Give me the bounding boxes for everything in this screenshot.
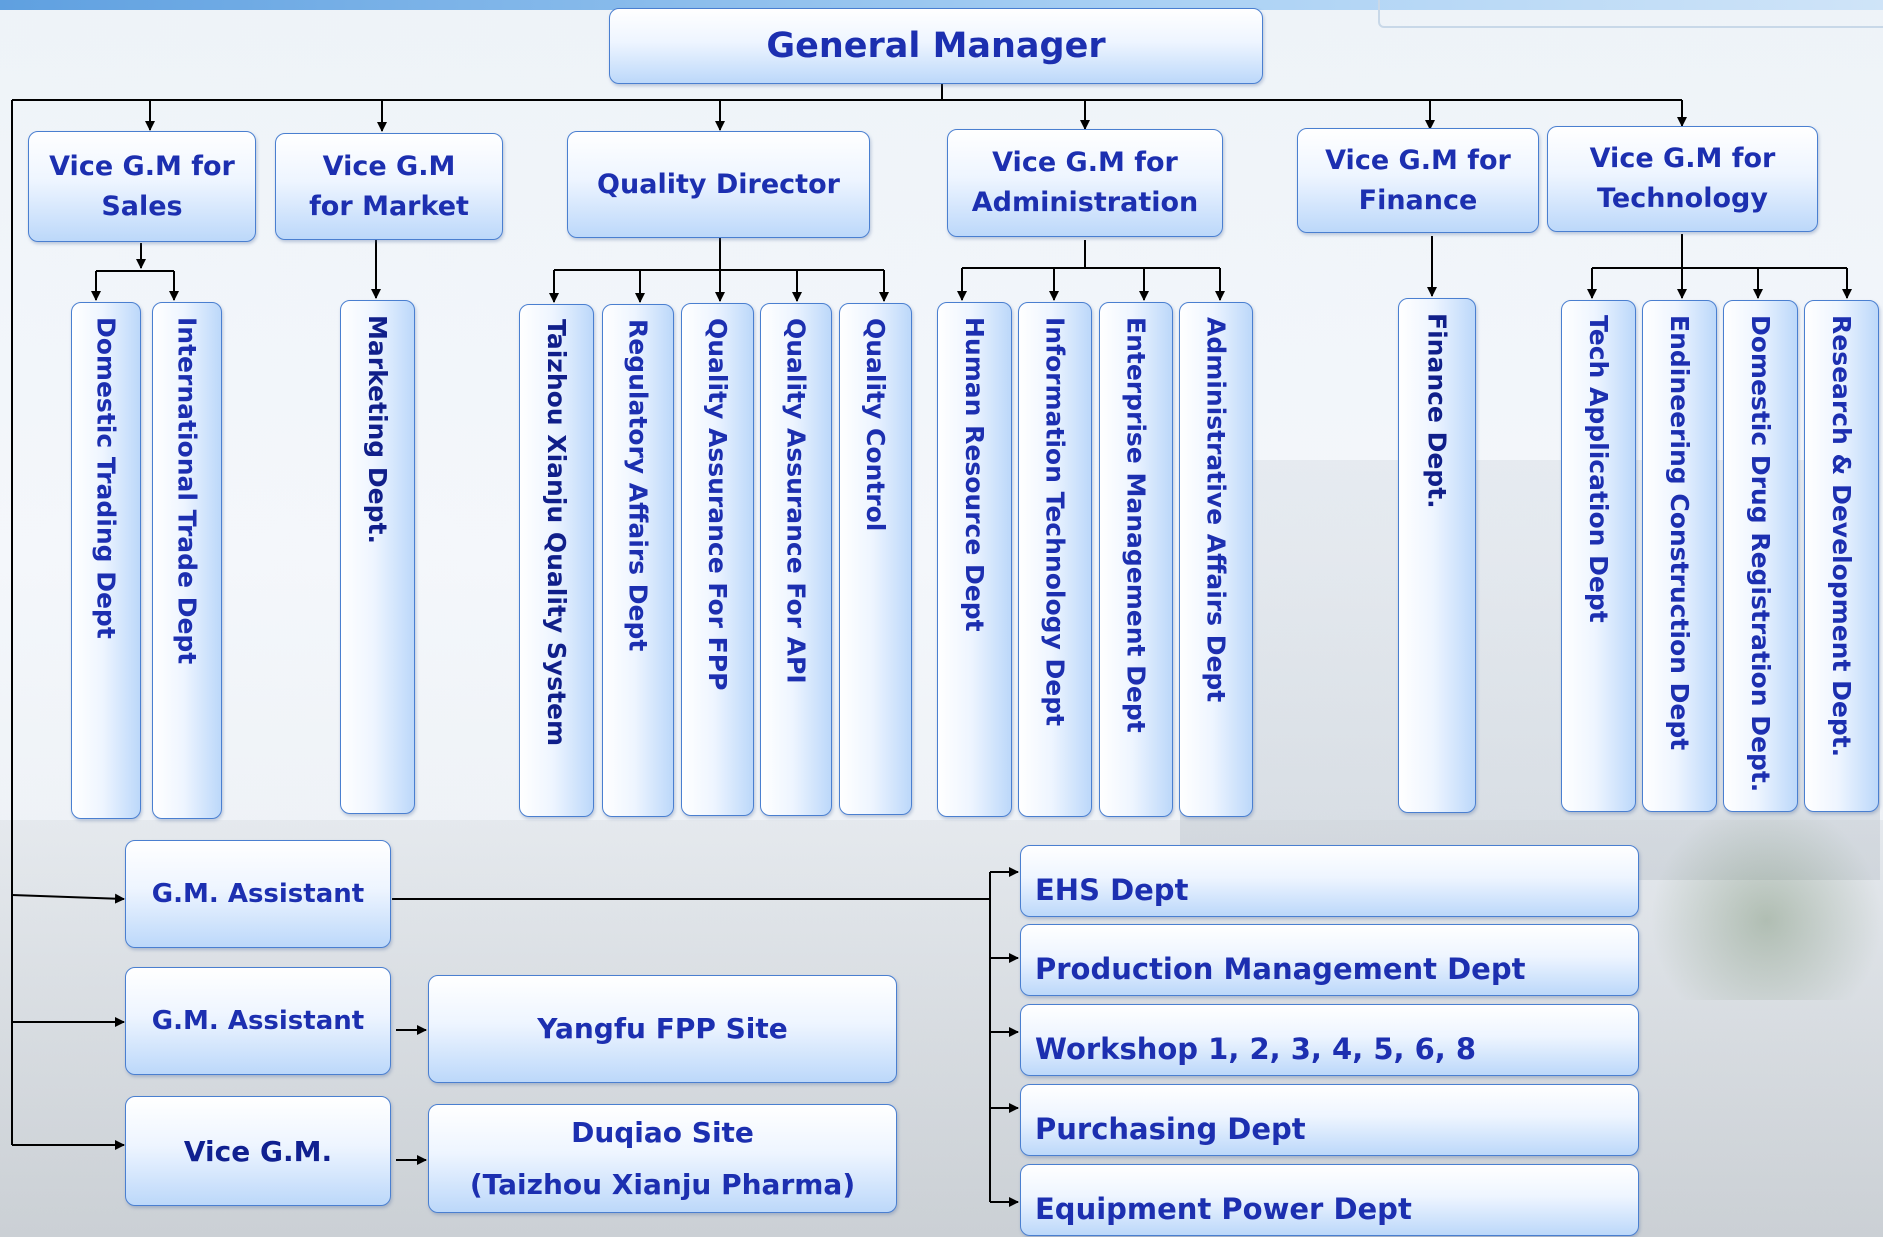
dept-label: Research & Development Dept. — [1827, 315, 1856, 758]
dept-label: Enterprise Management Dept — [1121, 317, 1151, 733]
vice-gm-market-line1: Vice G.M — [322, 150, 456, 182]
vice-gm-label: Vice G.M. — [183, 1134, 333, 1168]
dept-qa-api: Quality Assurance For API — [760, 303, 832, 816]
vice-gm-technology-line2: Technology — [1597, 183, 1768, 214]
vice-gm-box: Vice G.M. — [125, 1096, 391, 1206]
vice-gm-technology-line1: Vice G.M for — [1589, 143, 1776, 174]
general-manager-box: General Manager — [609, 8, 1263, 84]
dept-administrative-affairs: Administrative Affairs Dept — [1179, 302, 1253, 817]
vice-gm-sales-line2: Sales — [101, 190, 183, 222]
dept-international-trade: International Trade Dept — [152, 302, 222, 819]
dept-enterprise-management: Enterprise Management Dept — [1099, 302, 1173, 817]
dept-marketing: Marketing Dept. — [340, 300, 415, 814]
site-duqiao-line2: (Taizhou Xianju Pharma) — [469, 1167, 856, 1201]
dept-domestic-trading: Domestic Trading Dept — [71, 302, 141, 819]
dept-label: Information Technology Dept — [1040, 317, 1070, 727]
dept-label: Production Management Dept — [1035, 952, 1526, 986]
dept-research-development: Research & Development Dept. — [1804, 300, 1879, 812]
vice-gm-finance-line1: Vice G.M for — [1325, 144, 1511, 176]
dept-label: Endineering Construction Dept — [1665, 315, 1694, 751]
dept-label: Workshop 1, 2, 3, 4, 5, 6, 8 — [1035, 1032, 1477, 1066]
gm-assistant-1-label: G.M. Assistant — [151, 879, 365, 909]
corner-decoration — [1378, 0, 1883, 28]
vice-gm-sales-line1: Vice G.M for — [49, 150, 235, 182]
dept-information-technology: Information Technology Dept — [1018, 302, 1092, 817]
dept-qa-fpp: Quality Assurance For FPP — [681, 303, 754, 816]
quality-director-label: Quality Director — [597, 168, 840, 200]
dept-human-resource: Human Resource Dept — [937, 302, 1012, 817]
site-yangfu-box: Yangfu FPP Site — [428, 975, 897, 1083]
dept-label: EHS Dept — [1035, 873, 1189, 907]
dept-quality-control: Quality Control — [839, 303, 912, 815]
dept-production-management: Production Management Dept — [1020, 924, 1639, 996]
dept-label: Domestic Trading Dept — [91, 317, 121, 639]
vice-gm-administration-line2: Administration — [971, 187, 1199, 218]
background-trees — [1650, 800, 1883, 1000]
gm-assistant-1-box: G.M. Assistant — [125, 840, 391, 948]
dept-label: Taizhou Xianju Quality System — [542, 319, 571, 747]
gm-assistant-2-box: G.M. Assistant — [125, 967, 391, 1075]
dept-regulatory-affairs: Regulatory Affairs Dept — [602, 304, 674, 817]
dept-label: Domestic Drug Registration Dept. — [1746, 315, 1775, 793]
dept-tech-application: Tech Application Dept — [1561, 300, 1636, 812]
dept-label: Finance Dept. — [1422, 313, 1452, 509]
gm-assistant-2-label: G.M. Assistant — [151, 1006, 365, 1036]
dept-label: Purchasing Dept — [1035, 1112, 1306, 1146]
dept-label: Human Resource Dept — [960, 317, 989, 632]
dept-label: Tech Application Dept — [1584, 315, 1613, 623]
site-duqiao-box: Duqiao Site (Taizhou Xianju Pharma) — [428, 1104, 897, 1213]
dept-purchasing: Purchasing Dept — [1020, 1084, 1639, 1156]
dept-label: Administrative Affairs Dept — [1201, 317, 1231, 703]
dept-label: Regulatory Affairs Dept — [623, 319, 653, 652]
general-manager-label: General Manager — [766, 26, 1106, 66]
quality-director-box: Quality Director — [567, 131, 870, 238]
dept-ehs: EHS Dept — [1020, 845, 1639, 917]
vice-gm-administration-line1: Vice G.M for — [992, 147, 1178, 178]
dept-domestic-drug-registration: Domestic Drug Registration Dept. — [1723, 300, 1798, 812]
dept-label: Quality Assurance For FPP — [703, 318, 732, 691]
dept-label: Equipment Power Dept — [1035, 1192, 1412, 1226]
dept-label: Quality Assurance For API — [781, 318, 811, 684]
dept-taizhou-quality-system: Taizhou Xianju Quality System — [519, 304, 594, 817]
site-yangfu-label: Yangfu FPP Site — [537, 1012, 788, 1045]
dept-label: Quality Control — [861, 318, 890, 532]
vice-gm-market-line2: for Market — [309, 190, 469, 222]
dept-engineering-construction: Endineering Construction Dept — [1642, 300, 1717, 812]
dept-label: Marketing Dept. — [363, 315, 392, 544]
top-banner — [0, 0, 1883, 10]
vice-gm-finance-line2: Finance — [1358, 184, 1478, 216]
vice-gm-market-box: Vice G.M for Market — [275, 133, 503, 240]
site-duqiao-line1: Duqiao Site — [571, 1115, 754, 1149]
dept-workshops: Workshop 1, 2, 3, 4, 5, 6, 8 — [1020, 1004, 1639, 1076]
dept-finance: Finance Dept. — [1398, 298, 1476, 813]
dept-label: International Trade Dept — [172, 317, 202, 665]
dept-equipment-power: Equipment Power Dept — [1020, 1164, 1639, 1236]
